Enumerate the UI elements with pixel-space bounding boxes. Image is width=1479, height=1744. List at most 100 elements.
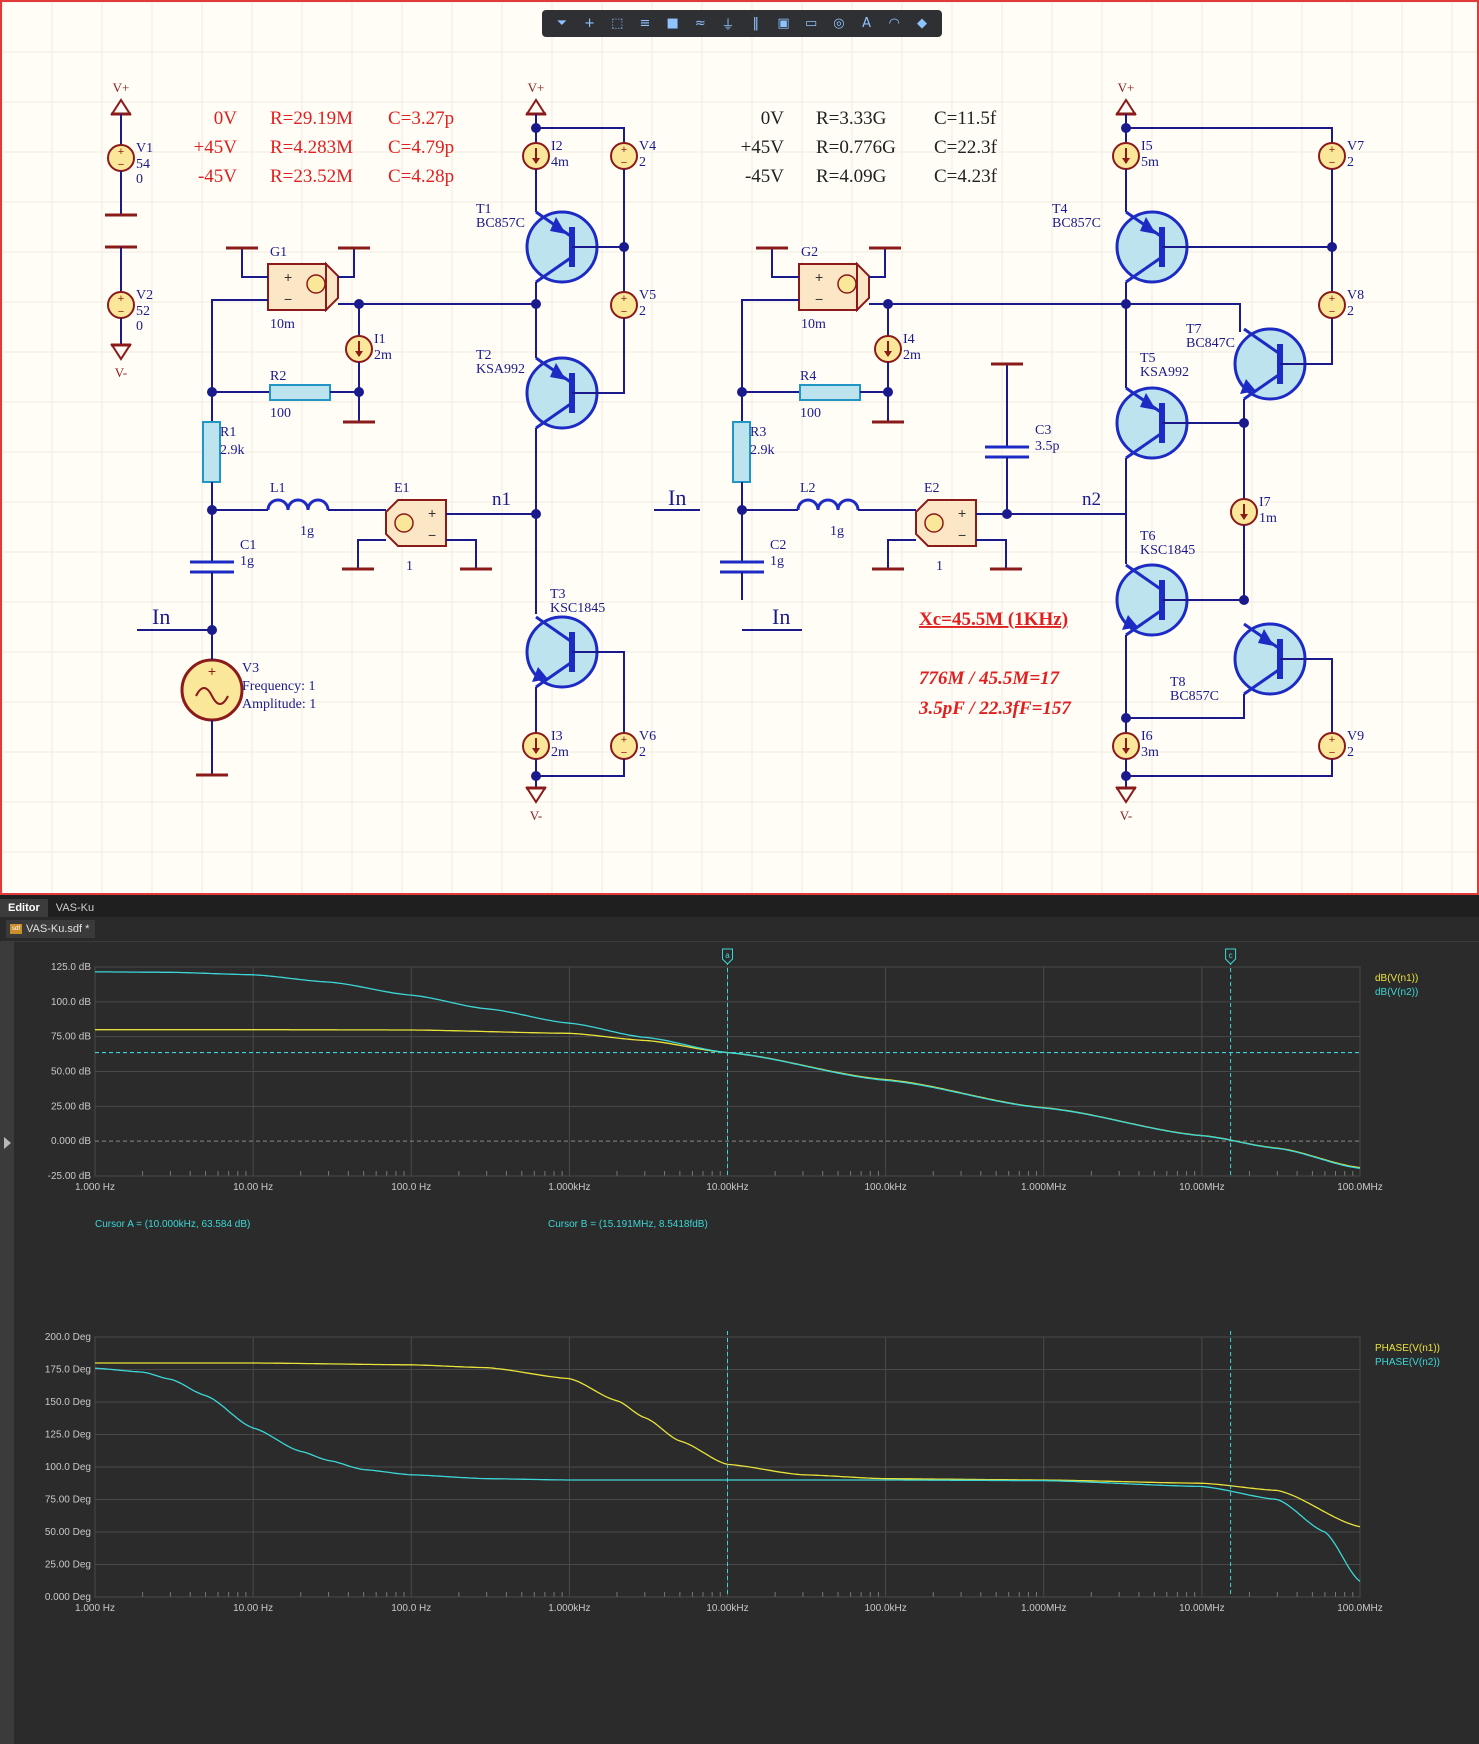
tab-vas-ku[interactable]: VAS-Ku <box>55 902 95 914</box>
i2-source-ref: I2 <box>551 139 563 154</box>
document-tab[interactable]: sdf VAS-Ku.sdf * <box>6 920 96 938</box>
port-icon[interactable]: ▭ <box>805 16 818 31</box>
i7-source-value: 1m <box>1259 511 1277 526</box>
arrow-head <box>1122 158 1130 164</box>
v3-amplitude: Amplitude: 1 <box>242 697 316 712</box>
t4-transistor-part: BC857C <box>1052 216 1101 231</box>
vplus-label: V+ <box>113 80 130 95</box>
g1-vccs-nose <box>325 261 339 313</box>
x-tick-label: 10.00kHz <box>706 1603 748 1614</box>
minus-sign: − <box>428 527 436 543</box>
r1-resistor-value: 2.9k <box>220 443 245 458</box>
t2-transistor-part: KSA992 <box>476 362 525 377</box>
side-collapse-strip[interactable] <box>0 941 14 1744</box>
i2-source-value: 4m <box>551 155 569 170</box>
document-tab-bar: sdf VAS-Ku.sdf * <box>0 917 1479 942</box>
emitter-lead <box>535 255 573 284</box>
arrow-head <box>532 158 540 164</box>
i6-source-ref: I6 <box>1141 729 1153 744</box>
r2-resistor-ref: R2 <box>270 369 286 384</box>
crosshair-icon[interactable]: + <box>584 16 595 31</box>
in-label-right-bottom: In <box>772 604 790 629</box>
v8-source-value: 2 <box>1347 304 1354 319</box>
t1-transistor-part: BC857C <box>476 216 525 231</box>
wire <box>536 127 625 143</box>
collector-lead <box>1243 327 1281 356</box>
i7-source-ref: I7 <box>1259 495 1271 510</box>
arrow-head <box>1122 748 1130 754</box>
plus-sign: + <box>118 146 124 158</box>
r2-resistor-body <box>269 384 331 401</box>
left-table-voltage: 0V <box>214 108 238 129</box>
plus-sign: + <box>284 269 292 285</box>
y-tick-label: 175.0 Deg <box>45 1365 91 1376</box>
plus-sign: + <box>118 293 124 305</box>
right-table-voltage: 0V <box>761 108 785 129</box>
cursor-a-handle[interactable] <box>722 948 733 965</box>
left-table-capacitance: C=4.28p <box>388 166 454 187</box>
t7-transistor-ref: T7 <box>1186 322 1202 337</box>
cursor-b-handle[interactable] <box>1225 948 1237 965</box>
wire-icon[interactable]: ≈ <box>694 16 706 31</box>
y-tick-label: 75.00 Deg <box>45 1495 91 1506</box>
sdf-file-icon: sdf <box>10 924 22 934</box>
t2-transistor-ref: T2 <box>476 348 492 363</box>
expand-arrow-icon[interactable] <box>4 1137 11 1149</box>
minus-sign: − <box>815 291 823 307</box>
net-label-icon[interactable]: ▣ <box>777 16 790 31</box>
c2-capacitor-ref: C2 <box>770 538 786 553</box>
ground-icon[interactable]: ⏚ <box>721 18 735 33</box>
y-tick-label: 50.00 Deg <box>45 1527 91 1538</box>
v3-ref: V3 <box>242 661 259 676</box>
align-icon[interactable]: ≡ <box>639 16 651 31</box>
g1-vccs-ref: G1 <box>270 245 287 260</box>
bus-icon[interactable]: ‖ <box>752 16 760 31</box>
minus-sign: − <box>621 747 627 759</box>
v5-source-ref: V5 <box>639 288 656 303</box>
x-tick-label: 100.0kHz <box>865 1182 907 1193</box>
g2-vccs-value: 10m <box>801 317 826 332</box>
v2-source-ref: V2 <box>136 288 153 303</box>
tab-editor[interactable]: Editor <box>0 899 48 917</box>
wire <box>860 391 889 422</box>
emitter-lead <box>1125 255 1163 284</box>
n1-net-label: n1 <box>492 489 511 510</box>
v8-source-ref: V8 <box>1347 288 1364 303</box>
arrow-head <box>355 351 363 357</box>
arc-icon[interactable]: ◠ <box>888 16 900 31</box>
cursor-b-handle-label: c <box>1229 951 1233 960</box>
highlight-icon[interactable]: ◆ <box>916 16 927 31</box>
filter-icon[interactable]: ⏷ <box>556 16 568 31</box>
i3-source-ref: I3 <box>551 729 563 744</box>
y-tick-label: 0.000 Deg <box>45 1592 91 1603</box>
plus-sign: + <box>621 734 627 746</box>
component-icon[interactable]: ■ <box>666 16 679 31</box>
minus-sign: − <box>958 527 966 543</box>
arrow-head <box>884 351 892 357</box>
ratio1-annotation: 776M / 45.5M=17 <box>919 668 1061 689</box>
r1-resistor-body <box>202 421 221 483</box>
x-tick-label: 1.000MHz <box>1021 1182 1067 1193</box>
e2-vcvs-inner-source <box>924 513 944 533</box>
v9-source-value: 2 <box>1347 745 1354 760</box>
right-table-capacitance: C=4.23f <box>934 166 998 187</box>
wire <box>887 539 916 569</box>
plus-sign: + <box>1329 144 1335 156</box>
c3-capacitor-ref: C3 <box>1035 423 1051 438</box>
right-table-voltage: -45V <box>745 166 784 187</box>
ratio2-annotation: 3.5pF / 22.3fF=157 <box>918 698 1072 719</box>
collector-lead <box>1125 563 1163 592</box>
v2-source-value2: 0 <box>136 319 143 334</box>
cursor-a-handle-label: a <box>725 951 730 960</box>
x-tick-label: 1.000 Hz <box>75 1182 115 1193</box>
text-icon[interactable]: A <box>862 16 872 31</box>
g2-vccs-inner-source <box>837 274 857 294</box>
select-rect-icon[interactable]: ⬚ <box>611 16 624 31</box>
plus-sign: + <box>621 144 627 156</box>
probe-icon[interactable]: ◎ <box>833 16 845 31</box>
wire <box>620 318 625 394</box>
e1-vcvs-body <box>385 499 447 547</box>
